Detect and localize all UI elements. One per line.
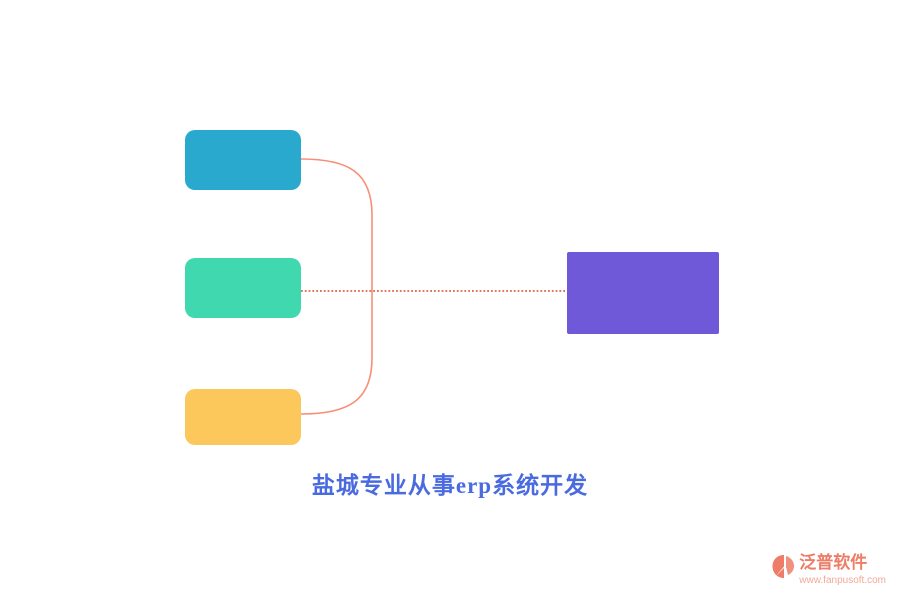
fanpu-logo-icon [772, 555, 795, 579]
node-right-purple [567, 252, 719, 334]
bracket-connector [300, 158, 373, 415]
logo-title: 泛普软件 [799, 553, 868, 573]
fanpu-watermark: 泛普软件 www.fanpusoft.com [771, 554, 886, 586]
logo-text-column: 泛普软件 www.fanpusoft.com [799, 554, 886, 586]
caption-text: 盐城专业从事erp系统开发 [311, 473, 589, 498]
node-bottom-yellow [185, 389, 301, 445]
node-top-teal [185, 130, 301, 190]
logo-url: www.fanpusoft.com [799, 575, 886, 586]
node-middle-green [185, 258, 301, 318]
